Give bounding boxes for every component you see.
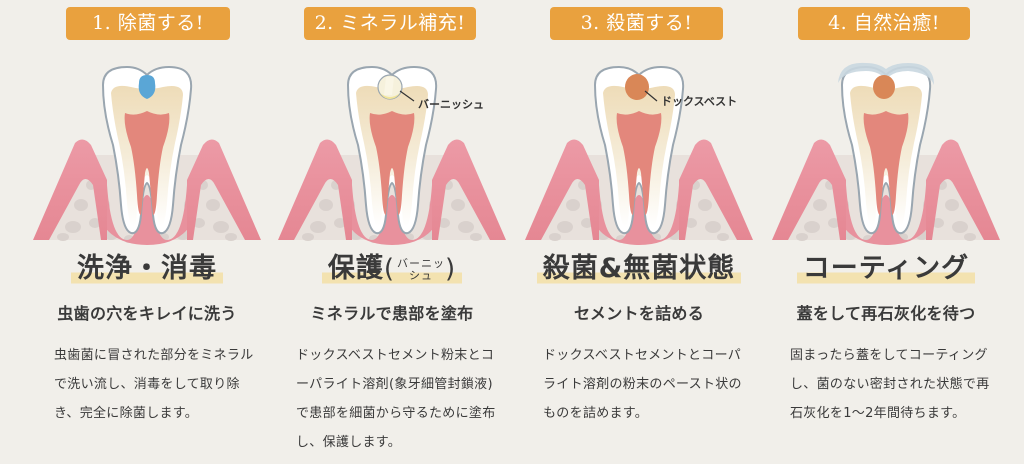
dogsbest-filling-icon <box>873 75 895 99</box>
step-1: 1. 除菌する! 洗浄・消毒 虫歯の穴をキレイに洗う 虫歯菌に冒された部分をミネ… <box>23 0 271 464</box>
dogsbest-callout: ドックスベスト <box>661 95 738 108</box>
step-description: 固まったら蓋をしてコーティングし、菌のない密封された状態で再石灰化を1～2年間待… <box>790 348 990 421</box>
step-subtitle: ミネラルで患部を塗布 <box>310 304 474 323</box>
step-subtitle: 蓋をして再石灰化を待つ <box>796 304 976 323</box>
tooth-dogsbest-illustration <box>515 55 763 245</box>
step-description: 虫歯菌に冒された部分をミネラルで洗い流し、消毒をして取り除き、完全に除菌します。 <box>54 348 254 421</box>
cleaned-cavity-icon <box>138 75 156 99</box>
step-badge: 3. 殺菌する! <box>550 7 723 40</box>
coating-icon <box>838 62 934 85</box>
step-badge: 4. 自然治癒! <box>798 7 970 40</box>
step-title: 洗浄・消毒 <box>71 252 223 286</box>
step-2: 2. ミネラル補充! バーニッシュ 保護(バーニッシュ) ミネラルで患部を塗布 … <box>268 0 516 464</box>
step-badge: 2. ミネラル補充! <box>304 7 476 40</box>
step-3: 3. 殺菌する! ドックスベスト 殺菌&無菌状態 セメントを詰める ドックスベス… <box>515 0 763 464</box>
dogsbest-filling-icon <box>625 74 649 100</box>
varnish-callout: バーニッシュ <box>418 98 484 111</box>
step-title: コーティング <box>796 252 976 286</box>
tooth-varnish-illustration <box>268 55 516 245</box>
title-ruby: バーニッシュ <box>397 256 445 282</box>
step-title: 殺菌&無菌状態 <box>536 252 742 286</box>
step-badge: 1. 除菌する! <box>66 7 230 40</box>
step-description: ドックスベストセメント粉末とコーパライト溶剤(象牙細管封鎖液)で患部を細菌から守… <box>296 348 496 450</box>
step-title: 保護(バーニッシュ) <box>321 252 463 286</box>
step-subtitle: 虫歯の穴をキレイに洗う <box>57 304 237 323</box>
step-subtitle: セメントを詰める <box>573 304 705 323</box>
step-description: ドックスベストセメントとコーパライト溶剤の粉末のペースト状のものを詰めます。 <box>543 348 742 421</box>
step-4: 4. 自然治癒! コーティング 蓋をして再石灰化を待つ 固まったら蓋をしてコーテ… <box>762 0 1010 464</box>
tooth-cavity-cleaned-illustration <box>23 55 271 245</box>
tooth-coated-illustration <box>762 62 1010 245</box>
